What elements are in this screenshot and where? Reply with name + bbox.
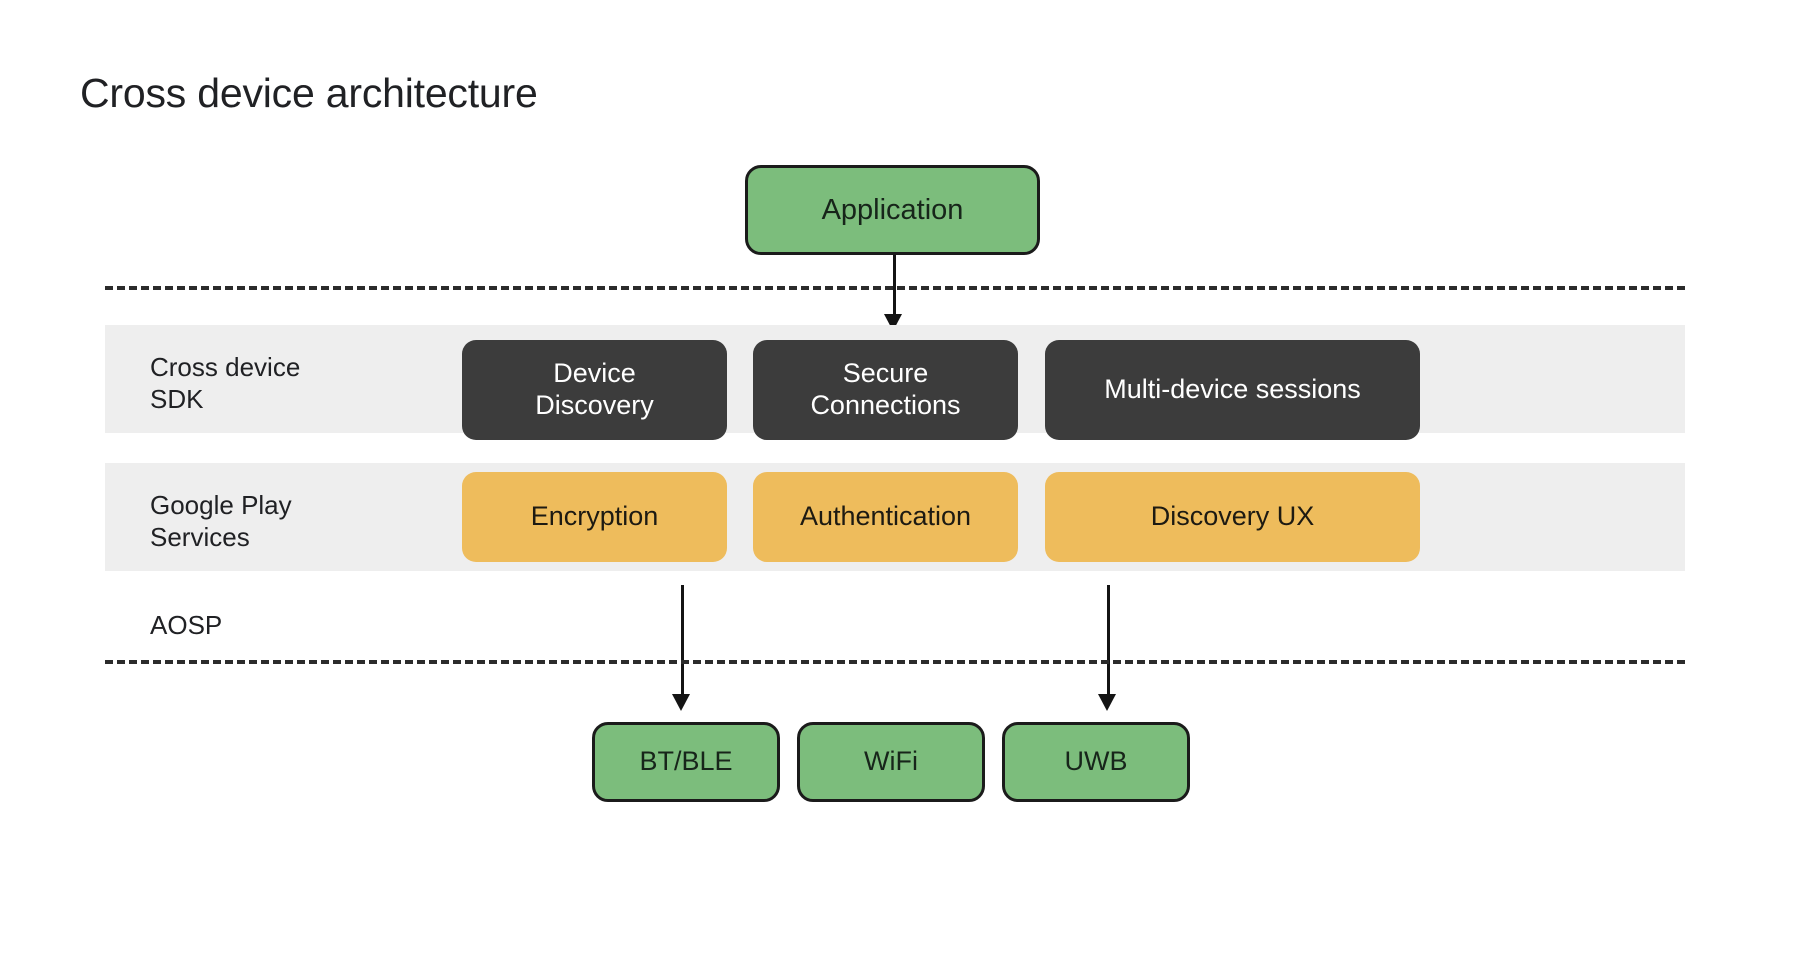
node-bt-ble[interactable]: BT/BLE	[592, 722, 780, 802]
node-application[interactable]: Application	[745, 165, 1040, 255]
node-uwb[interactable]: UWB	[1002, 722, 1190, 802]
dashed-separator-top	[105, 286, 1685, 290]
arrow-discovery-ux-to-uwb-head	[1098, 694, 1116, 711]
dashed-separator-bottom	[105, 660, 1685, 664]
arrow-discovery-ux-to-uwb-shaft	[1107, 585, 1110, 700]
node-authentication[interactable]: Authentication	[753, 472, 1018, 562]
node-wifi[interactable]: WiFi	[797, 722, 985, 802]
page-title: Cross device architecture	[80, 70, 538, 116]
node-secure-connections[interactable]: Secure Connections	[753, 340, 1018, 440]
arrow-encryption-to-btble-shaft	[681, 585, 684, 700]
layer-label-google-play-services: Google Play Services	[150, 490, 292, 552]
node-multi-device-sessions[interactable]: Multi-device sessions	[1045, 340, 1420, 440]
layer-label-cross-device-sdk: Cross device SDK	[150, 352, 301, 414]
node-encryption[interactable]: Encryption	[462, 472, 727, 562]
node-discovery-ux[interactable]: Discovery UX	[1045, 472, 1420, 562]
arrow-encryption-to-btble-head	[672, 694, 690, 711]
layer-label-aosp: AOSP	[150, 610, 223, 640]
node-device-discovery[interactable]: Device Discovery	[462, 340, 727, 440]
